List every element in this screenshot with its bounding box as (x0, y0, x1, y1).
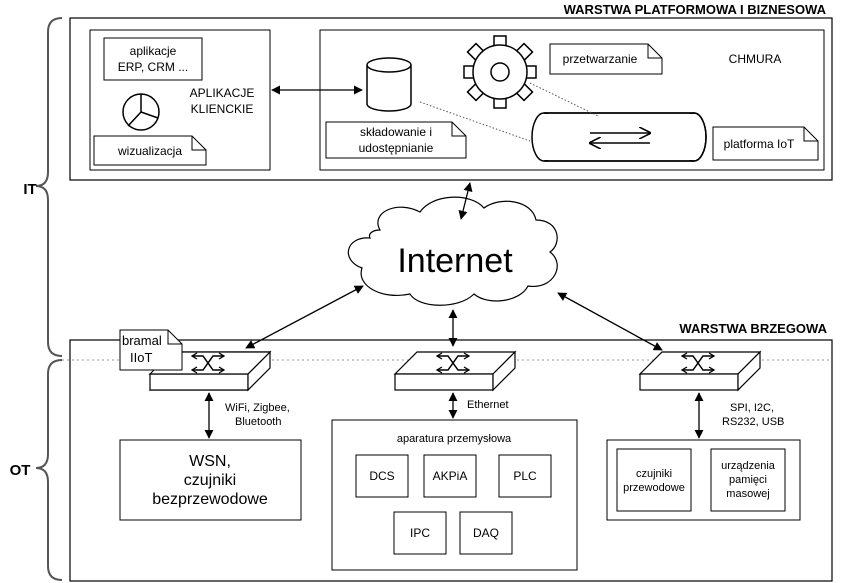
left-link-label-line2: Bluetooth (235, 416, 281, 428)
storage-note (325, 121, 467, 159)
wsn-box (119, 439, 302, 521)
wired-sensors-line2: przewodowe (623, 482, 685, 494)
daq-label: DAQ (473, 526, 499, 540)
daq-box (459, 511, 513, 555)
erp-note (103, 37, 203, 81)
internet-left-gateway-arrow (245, 285, 364, 349)
iiot-gateway-note (119, 329, 183, 371)
ot-brace (35, 359, 63, 581)
processing-note-text: przetwarzanie (563, 52, 638, 66)
erp-note-line1: aplikacje (130, 44, 177, 58)
mass-storage-line2: pamięci (729, 474, 767, 486)
iot-platform-note (712, 126, 819, 161)
storage-note-line2: udostępnianie (359, 141, 434, 155)
database-icon (366, 57, 412, 112)
dcs-box (355, 454, 409, 498)
right-link-label-line2: RS232, USB (722, 416, 784, 428)
left-link-label-line1: WiFi, Zigbee, (225, 402, 290, 414)
erp-note-line2: ERP, CRM ... (118, 60, 188, 74)
cloud-heading: CHMURA (729, 52, 782, 66)
iot-platform-pipe-icon (531, 112, 707, 162)
client-apps-heading-line2: KLIENCKIE (191, 102, 254, 116)
mass-storage-line1: urządzenia (721, 460, 776, 472)
akpia-box (423, 454, 477, 498)
right-link-label-line1: SPI, I2C, (730, 402, 774, 414)
visualization-note-text: wizualizacja (117, 144, 182, 158)
mass-storage-line3: masowej (726, 488, 769, 500)
gear-icon (463, 35, 537, 109)
middle-gateway-switch-icon (393, 350, 517, 392)
edge-layer-title: WARSTWA BRZEGOWA (679, 321, 827, 336)
ipc-box (393, 511, 447, 555)
platform-internet-arrow (458, 182, 473, 220)
dcs-label: DCS (369, 469, 394, 483)
iiot-gateway-note-line1: bramal (122, 333, 162, 348)
internet-label: Internet (397, 242, 513, 280)
edge-layer-box (69, 339, 833, 582)
wsn-line1: WSN, (189, 453, 231, 470)
visualization-note (93, 135, 207, 166)
mass-storage-box (710, 448, 786, 512)
it-label: IT (23, 181, 36, 198)
platform-layer-title: WARSTWA PLATFORMOWA I BIZNESOWA (564, 2, 827, 17)
pie-chart-icon (122, 93, 160, 131)
plc-box (498, 454, 552, 498)
wired-sensors-box (616, 448, 692, 512)
akpia-label: AKPiA (433, 469, 468, 483)
it-brace (35, 17, 63, 357)
right-gateway-switch-icon (638, 350, 762, 392)
ipc-label: IPC (410, 526, 430, 540)
middle-link-label: Ethernet (467, 399, 509, 411)
industrial-heading: aparatura przemysłowa (397, 433, 512, 445)
wsn-line3: bezprzewodowe (152, 491, 268, 508)
iiot-gateway-note-line2: IIoT (130, 350, 152, 365)
internet-right-gateway-arrow (557, 292, 663, 351)
iot-platform-note-text: platforma IoT (724, 137, 795, 151)
wsn-line2: czujniki (184, 472, 236, 489)
client-apps-heading-line1: APLIKACJE (190, 86, 255, 100)
storage-note-line1: składowanie i (360, 125, 432, 139)
plc-label: PLC (513, 469, 537, 483)
wired-sensors-line1: czujniki (636, 468, 672, 480)
processing-note (549, 43, 663, 75)
ot-label: OT (10, 462, 31, 479)
